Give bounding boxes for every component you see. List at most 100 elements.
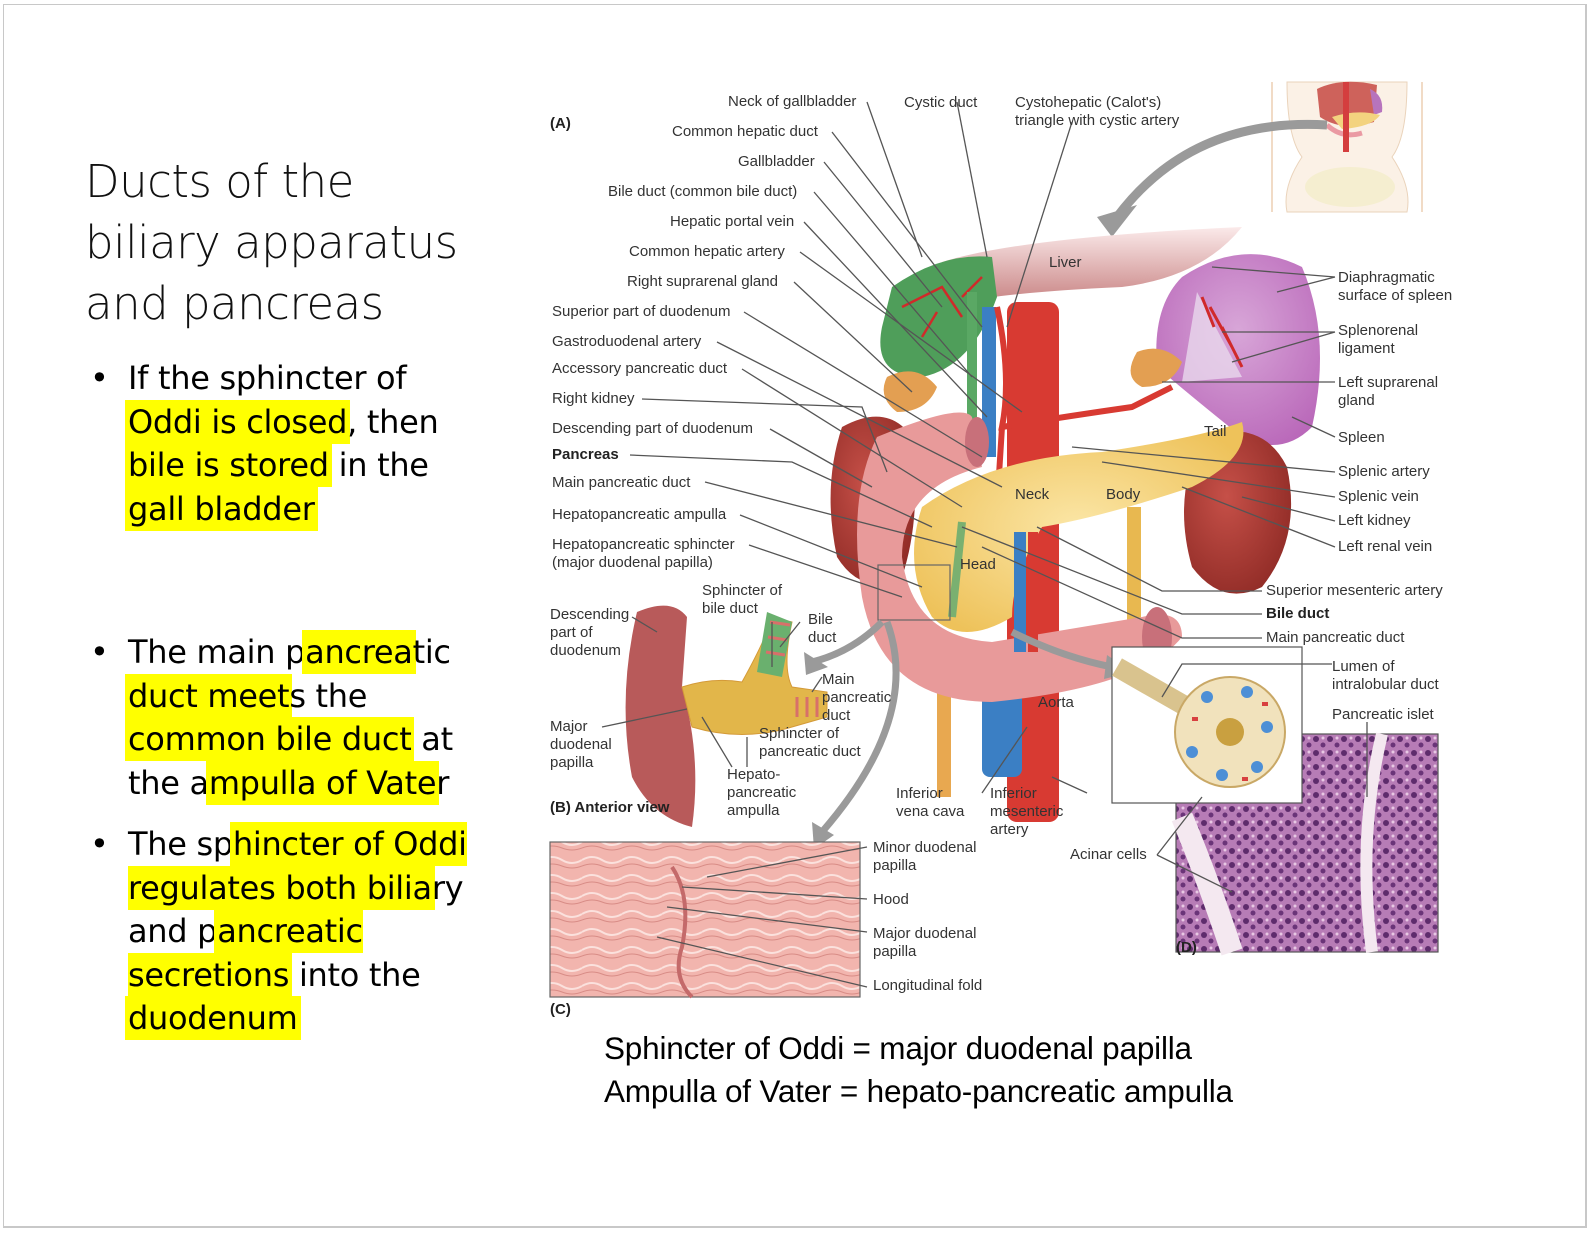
label-main-panc-2: pancreatic <box>822 689 892 706</box>
caption-line: Sphincter of Oddi = major duodenal papil… <box>604 1030 1192 1066</box>
text-segment: ry and p <box>128 868 464 951</box>
label-bile-duct: Bile duct <box>1266 605 1330 622</box>
slide-title: Ducts of the biliary apparatus and pancr… <box>85 151 505 334</box>
pancreas <box>914 422 1244 632</box>
highlighted-text: duodenum <box>128 999 298 1037</box>
caption-line: Ampulla of Vater = hepato-pancreatic amp… <box>604 1073 1233 1109</box>
label-diaphragmatic-1: Diaphragmatic <box>1338 269 1435 286</box>
label-aorta: Aorta <box>1038 694 1074 711</box>
bullet-dot-icon: • <box>90 359 109 397</box>
highlighted-text: duct meet <box>128 676 290 715</box>
slide: Ducts of the biliary apparatus and pancr… <box>3 4 1587 1228</box>
bullet-list: • If the sphincter of Oddi is closed, th… <box>88 357 508 1041</box>
panel-label-c: (C) <box>550 1001 571 1018</box>
liver <box>942 227 1242 302</box>
label-splenic-vein: Splenic vein <box>1338 488 1419 505</box>
highlighted-text: bile is stored <box>128 446 329 484</box>
label-liver: Liver <box>1049 254 1082 271</box>
label-sphincter-bile-duct-2: bile duct <box>702 600 758 617</box>
panel-label-a: (A) <box>550 115 571 132</box>
label-major-papilla-c-1: Major duodenal <box>873 925 977 942</box>
label-ima-1: Inferior <box>990 785 1037 802</box>
anatomy-illustration <box>549 81 1439 999</box>
label-hepato-ampulla-2: pancreatic <box>727 784 797 801</box>
text-segment: at the a <box>128 720 453 802</box>
label-gallbladder: Gallbladder <box>738 153 815 170</box>
highlighted-text: gall bladder <box>128 489 315 528</box>
label-ivc-2: vena cava <box>896 803 965 820</box>
label-tail: Tail <box>1204 423 1227 440</box>
label-hepato-ampulla-1: Hepato- <box>727 766 781 783</box>
label-major-papilla-2: duodenal <box>550 736 612 753</box>
label-splenic-artery: Splenic artery <box>1338 463 1430 480</box>
highlighted-text: ancrea <box>305 633 413 671</box>
label-hood: Hood <box>873 891 909 908</box>
label-pancreas: Pancreas <box>552 446 619 463</box>
label-hepatic-portal-vein: Hepatic portal vein <box>670 213 795 230</box>
label-minor-papilla-1: Minor duodenal <box>873 839 977 856</box>
duodenum <box>857 412 1182 702</box>
label-cystic-duct: Cystic duct <box>904 94 978 111</box>
label-longitudinal-fold: Longitudinal fold <box>873 977 983 994</box>
label-neck-of-gallbladder: Neck of gallbladder <box>728 93 857 110</box>
text-segment: s the <box>289 676 368 715</box>
label-lumen-2: intralobular duct <box>1332 676 1439 693</box>
title-line: and pancreas <box>85 277 384 330</box>
label-left-suprarenal-2: gland <box>1338 392 1375 409</box>
label-bile-2: duct <box>808 629 837 646</box>
panel-label-b: (B) Anterior view <box>550 799 670 816</box>
label-acinar-cells: Acinar cells <box>1070 846 1147 863</box>
label-hepatopancreatic-sphincter: Hepatopancreatic sphincter <box>552 536 735 553</box>
duodenal-mucosa <box>549 841 861 998</box>
bullet-item: • The main pancreatic duct meets the com… <box>88 631 508 805</box>
label-minor-papilla-2: papilla <box>873 857 917 874</box>
label-diaphragmatic-2: surface of spleen <box>1338 287 1453 304</box>
label-sphincter-panc-1: Sphincter of <box>759 725 840 742</box>
label-main-pancreatic-duct: Main pancreatic duct <box>552 474 691 491</box>
label-major-duodenal-papilla-note: (major duodenal papilla) <box>552 554 713 571</box>
label-hepatopancreatic-ampulla: Hepatopancreatic ampulla <box>552 506 727 523</box>
body-inset <box>1271 81 1423 213</box>
spleen <box>1156 254 1320 445</box>
label-major-papilla-c-2: papilla <box>873 943 917 960</box>
highlighted-text: Oddi is closed <box>128 402 348 441</box>
duodenum-wall <box>625 605 696 827</box>
label-neck: Neck <box>1015 486 1050 503</box>
bullet-dot-icon: • <box>90 825 109 863</box>
title-line: biliary apparatus <box>85 216 458 269</box>
label-gastroduodenal-artery: Gastroduodenal artery <box>552 333 702 350</box>
label-pancreatic-islet: Pancreatic islet <box>1332 706 1434 723</box>
label-ivc-1: Inferior <box>896 785 943 802</box>
label-spleen: Spleen <box>1338 429 1385 446</box>
label-common-hepatic-artery: Common hepatic artery <box>629 243 785 260</box>
inferior-vena-cava <box>982 687 1022 777</box>
label-desc-duodenum-3: duodenum <box>550 642 621 659</box>
label-bile-1: Bile <box>808 611 834 628</box>
label-major-papilla-3: papilla <box>550 754 594 771</box>
label-major-papilla-1: Major <box>550 718 588 735</box>
text-segment: The main p <box>128 633 306 671</box>
leader-lines <box>601 101 1368 988</box>
panel-label-d: (D) <box>1176 939 1197 956</box>
highlighted-text: mpulla of Vate <box>208 763 437 802</box>
bullet-item: • If the sphincter of Oddi is closed, th… <box>88 357 508 531</box>
label-left-suprarenal-1: Left suprarenal <box>1338 374 1439 391</box>
text-segment: If the sphincter of <box>128 359 407 397</box>
label-splenorenal-1: Splenorenal <box>1338 322 1419 339</box>
anatomy-figure: (A) (B) Anterior view (C) (D) Neck of ga… <box>542 77 1502 1027</box>
label-bile-duct-common: Bile duct (common bile duct) <box>608 183 798 200</box>
label-superior-part-of-duodenum: Superior part of duodenum <box>552 303 731 320</box>
bullet-dot-icon: • <box>90 633 109 671</box>
figure-caption: Sphincter of Oddi = major duodenal papil… <box>604 1027 1233 1113</box>
label-main-pancreatic-duct-right: Main pancreatic duct <box>1266 629 1405 646</box>
bullet-item: • The sphincter of Oddi regulates both b… <box>88 823 508 1041</box>
label-body: Body <box>1106 486 1141 503</box>
label-ima-3: artery <box>990 821 1029 838</box>
label-common-hepatic-duct: Common hepatic duct <box>672 123 818 140</box>
label-desc-duodenum-2: part of <box>550 624 593 641</box>
text-segment: r <box>436 763 450 802</box>
text-segment: The sp <box>128 825 233 863</box>
label-left-renal-vein: Left renal vein <box>1338 538 1433 555</box>
label-descending-part-of-duodenum: Descending part of duodenum <box>552 420 753 437</box>
label-accessory-pancreatic-duct: Accessory pancreatic duct <box>552 360 728 377</box>
